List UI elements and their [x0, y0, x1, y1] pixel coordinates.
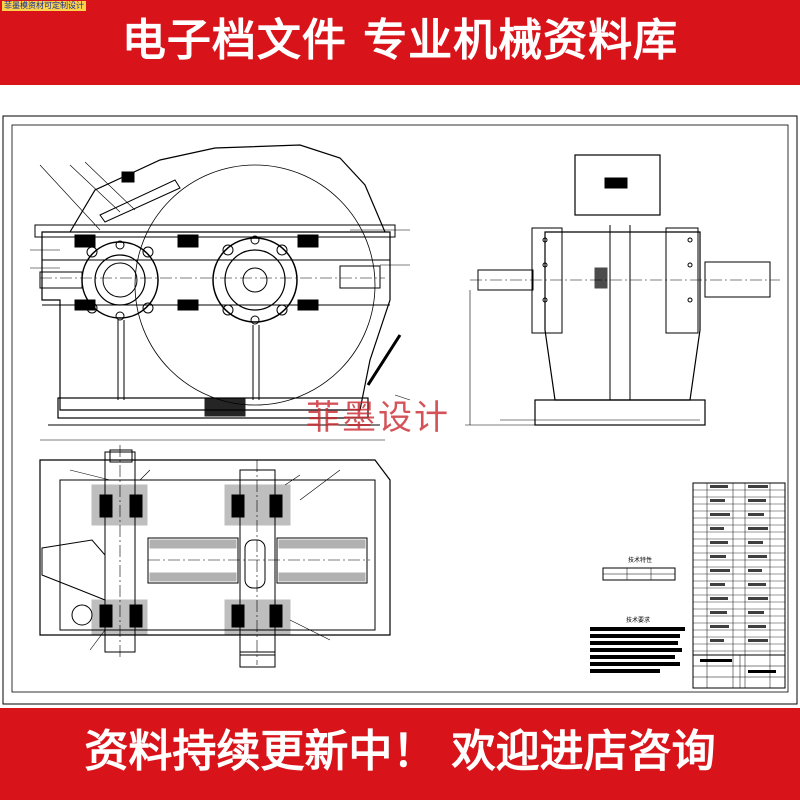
engineering-drawing: 技术特性 技术要求 — [2, 115, 798, 705]
watermark: 菲墨设计 — [306, 398, 450, 438]
banner-title: 电子档文件 专业机械资料库 — [121, 15, 679, 66]
front-view — [30, 144, 411, 441]
parts-list — [692, 482, 786, 689]
requirements-title: 技术要求 — [626, 616, 650, 624]
side-view — [465, 154, 780, 426]
footer-title: 资料持续更新中！ 欢迎进店咨询 — [84, 726, 716, 777]
characteristics-table — [602, 567, 676, 581]
characteristics-title: 技术特性 — [628, 556, 652, 564]
corner-tag: 菲墨模资材可定制设计 — [2, 1, 86, 11]
requirements-block — [590, 627, 685, 673]
bottom-banner: 资料持续更新中！ 欢迎进店咨询 — [0, 708, 800, 800]
top-section-view — [39, 445, 391, 668]
top-banner: 菲墨模资材可定制设计 电子档文件 专业机械资料库 — [0, 0, 800, 85]
drawing-frame — [2, 115, 798, 705]
